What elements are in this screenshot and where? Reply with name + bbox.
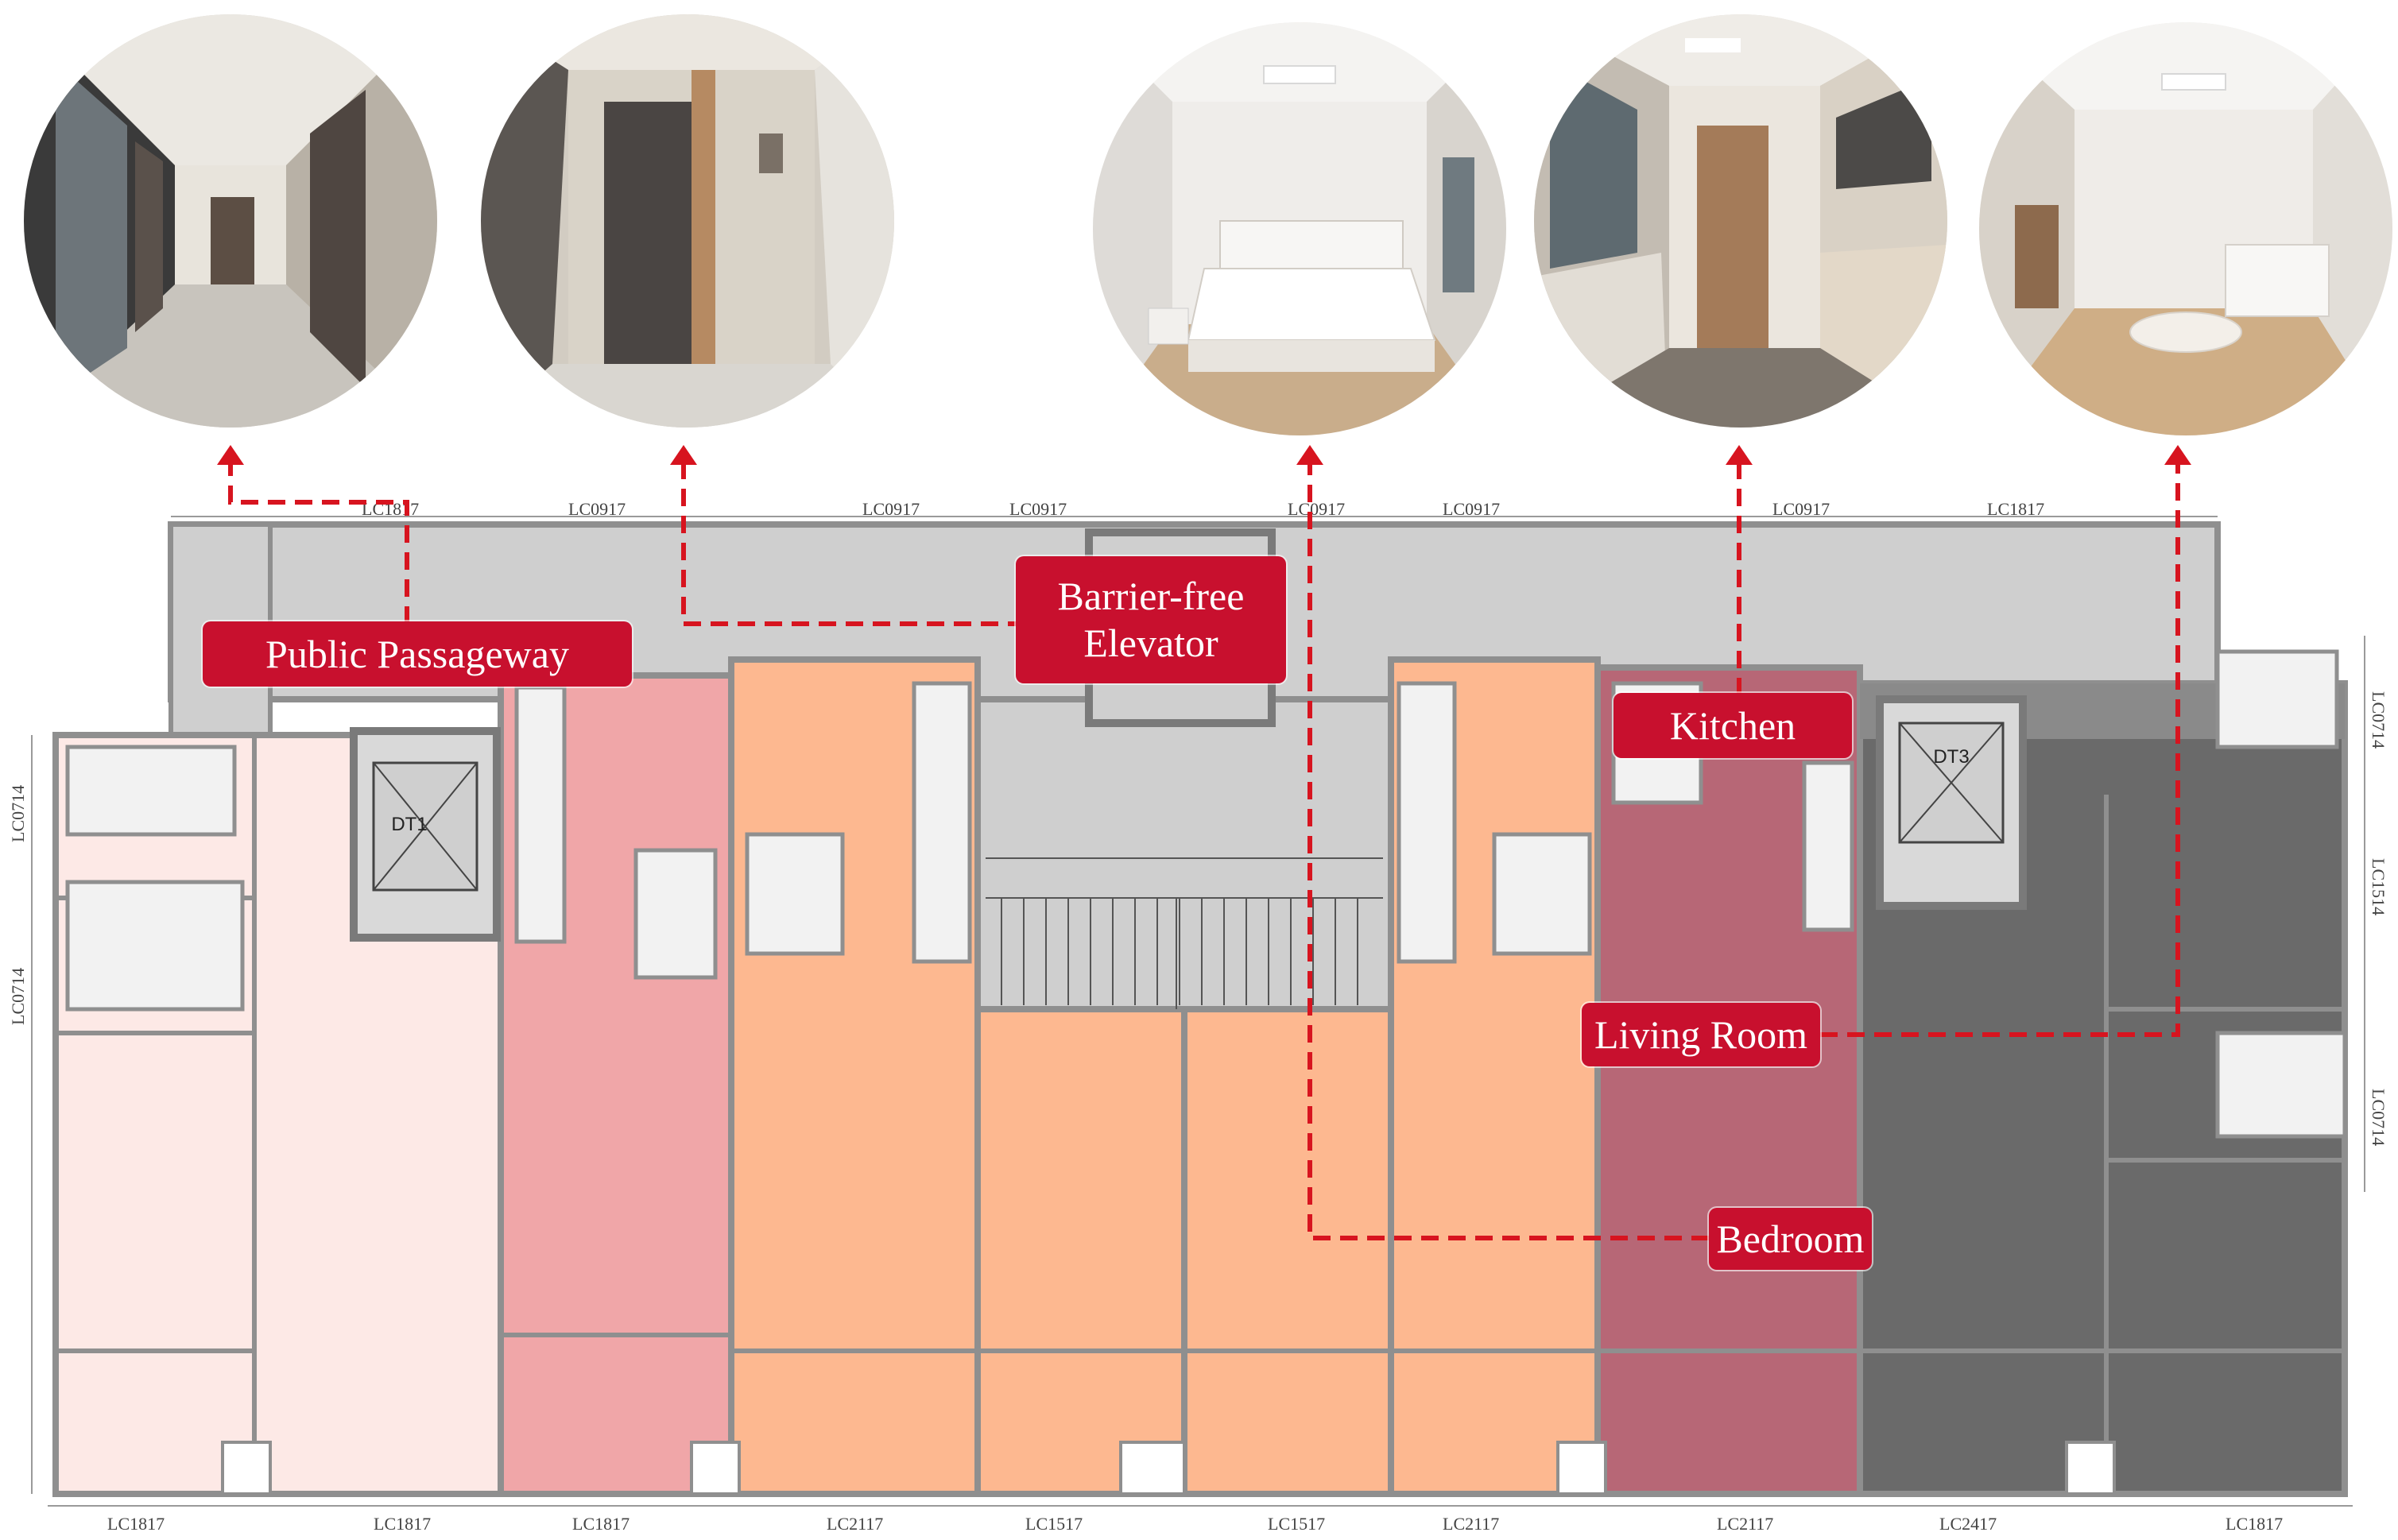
window-code-bottom-4: LC2117 bbox=[827, 1514, 883, 1534]
leader-living-room bbox=[1820, 459, 2180, 1037]
elevator-shaft-dt1 bbox=[350, 727, 501, 942]
label-elevator-line1: Barrier-free bbox=[1057, 574, 1245, 618]
window-code-side-3: LC0714 bbox=[2369, 691, 2388, 749]
label-living-room: Living Room bbox=[1582, 1003, 1820, 1066]
window-code-side-4: LC1514 bbox=[2369, 858, 2388, 915]
window-code-bottom-1: LC1817 bbox=[107, 1514, 165, 1534]
window-code-top-3: LC0917 bbox=[862, 499, 920, 519]
unit-orange-2 bbox=[974, 1006, 1187, 1497]
label-living-room-text: Living Room bbox=[1594, 1012, 1808, 1057]
photo-kitchen bbox=[1534, 14, 1947, 428]
label-kitchen: Kitchen bbox=[1614, 693, 1852, 758]
label-bedroom: Bedroom bbox=[1709, 1208, 1872, 1270]
elevator-shaft-dt3 bbox=[1876, 695, 2027, 910]
window-code-top-6: LC0917 bbox=[1443, 499, 1500, 519]
window-code-bottom-8: LC2117 bbox=[1717, 1514, 1773, 1534]
unit-orange-3 bbox=[1181, 1006, 1394, 1497]
window-code-side-1: LC0714 bbox=[8, 785, 28, 842]
label-barrier-free-elevator: Barrier-free Elevator bbox=[1016, 556, 1286, 683]
window-code-bottom-6: LC1517 bbox=[1268, 1514, 1325, 1534]
label-elevator-line2: Elevator bbox=[1083, 621, 1218, 665]
stair-core bbox=[974, 696, 1394, 1012]
elevator-tag-dt3: DT3 bbox=[1933, 746, 1969, 768]
label-bedroom-text: Bedroom bbox=[1716, 1216, 1865, 1261]
window-code-bottom-9: LC2417 bbox=[1939, 1514, 1997, 1534]
label-public-passageway: Public Passageway bbox=[203, 621, 632, 687]
photo-public-passageway bbox=[24, 14, 437, 428]
window-code-top-4: LC0917 bbox=[1009, 499, 1067, 519]
window-code-top-5: LC0917 bbox=[1288, 499, 1345, 519]
elevator-tag-dt1: DT1 bbox=[391, 814, 427, 835]
label-kitchen-text: Kitchen bbox=[1669, 702, 1796, 748]
arrowhead-bedroom bbox=[1296, 445, 1323, 465]
window-code-side-2: LC0714 bbox=[8, 968, 28, 1025]
window-code-bottom-3: LC1817 bbox=[572, 1514, 630, 1534]
window-code-top-2: LC0917 bbox=[568, 499, 626, 519]
window-code-top-8: LC1817 bbox=[1987, 499, 2044, 519]
window-code-side-5: LC0714 bbox=[2369, 1089, 2388, 1146]
arrowhead-elevator bbox=[670, 445, 697, 465]
leader-elevator bbox=[681, 459, 1025, 626]
label-public-passageway-text: Public Passageway bbox=[265, 631, 569, 676]
window-code-bottom-10: LC1817 bbox=[2226, 1514, 2283, 1534]
leader-public-passageway bbox=[228, 459, 409, 624]
window-code-bottom-2: LC1817 bbox=[374, 1514, 431, 1534]
arrowhead-living-room bbox=[2164, 445, 2191, 465]
arrowhead-kitchen bbox=[1726, 445, 1753, 465]
window-code-bottom-7: LC2117 bbox=[1443, 1514, 1499, 1534]
window-code-bottom-5: LC1517 bbox=[1025, 1514, 1083, 1534]
staircase bbox=[986, 857, 1383, 1009]
arrowhead-public-passageway bbox=[217, 445, 244, 465]
photo-living-room bbox=[1979, 22, 2392, 435]
window-code-top-7: LC0917 bbox=[1772, 499, 1830, 519]
